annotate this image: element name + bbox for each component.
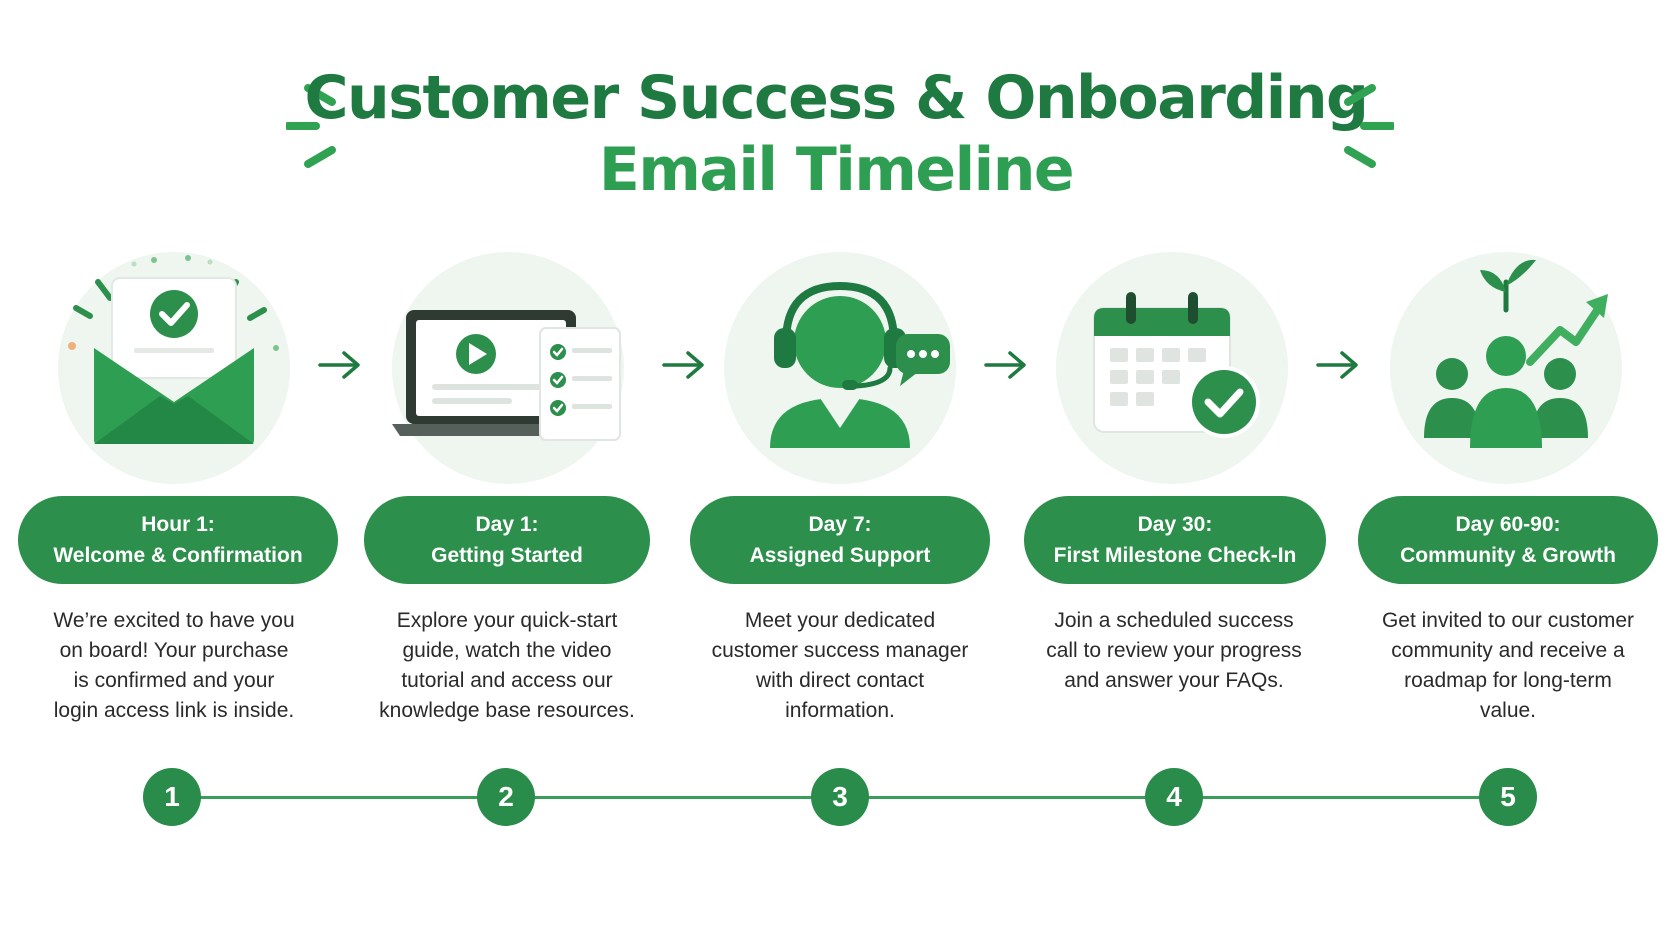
arrow-right-icon bbox=[318, 351, 360, 379]
step-1-label-pill: Hour 1: Welcome & Confirmation bbox=[18, 496, 338, 584]
arrow-right-icon bbox=[984, 351, 1026, 379]
calendar-check-icon bbox=[1093, 292, 1260, 438]
step-4-desc-line: Join a scheduled success bbox=[1054, 609, 1294, 632]
step-2-desc-line: guide, watch the video bbox=[402, 639, 612, 662]
arrow-right-icon bbox=[662, 351, 704, 379]
step-1-label-time: Hour 1: bbox=[141, 513, 215, 536]
step-1-description: We’re excited to have you on board! Your… bbox=[24, 606, 324, 726]
step-5-description: Get invited to our customer community an… bbox=[1358, 606, 1658, 726]
step-5-label-pill: Day 60-90: Community & Growth bbox=[1358, 496, 1658, 584]
title-line-2: Email Timeline bbox=[598, 135, 1075, 205]
step-2-icon-circle bbox=[392, 252, 624, 484]
step-3-label-title: Assigned Support bbox=[749, 544, 931, 567]
step-2-description: Explore your quick-start guide, watch th… bbox=[357, 606, 657, 726]
step-2-label-pill: Day 1: Getting Started bbox=[364, 496, 650, 584]
step-5-label-title: Community & Growth bbox=[1400, 544, 1616, 567]
step-3-icon-circle bbox=[724, 252, 956, 484]
community-growth-icon bbox=[1424, 259, 1608, 448]
step-5-desc-line: value. bbox=[1479, 699, 1537, 722]
step-4-desc-line: call to review your progress bbox=[1046, 639, 1302, 662]
step-5-desc-line: Get invited to our customer bbox=[1381, 609, 1635, 632]
step-5-label-time: Day 60-90: bbox=[1455, 513, 1561, 536]
arrow-right-icon bbox=[1316, 351, 1358, 379]
page-title: Customer Success & Onboarding Email Time… bbox=[0, 62, 1672, 206]
step-1-label-title: Welcome & Confirmation bbox=[53, 544, 303, 567]
step-5-desc-line: roadmap for long-term bbox=[1404, 669, 1612, 692]
laptop-video-checklist-icon bbox=[392, 310, 621, 441]
step-1-icon-circle bbox=[58, 252, 290, 484]
title-burst-right-icon bbox=[1344, 84, 1394, 168]
step-4-icon-circle bbox=[1056, 252, 1288, 484]
title-burst-left-icon bbox=[286, 84, 336, 168]
envelope-check-icon bbox=[68, 255, 279, 444]
step-2-desc-line: Explore your quick-start bbox=[396, 609, 618, 632]
step-3-label-pill: Day 7: Assigned Support bbox=[690, 496, 990, 584]
step-1-desc-line: is confirmed and your bbox=[73, 669, 275, 692]
timeline-node-3: 3 bbox=[811, 768, 869, 826]
step-1-desc-line: We’re excited to have you bbox=[53, 609, 295, 632]
title-line-1: Customer Success & Onboarding bbox=[304, 63, 1369, 133]
step-4-label-time: Day 30: bbox=[1137, 513, 1213, 536]
step-2-desc-line: tutorial and access our bbox=[401, 669, 613, 692]
step-3-desc-line: with direct contact bbox=[755, 669, 925, 692]
step-1-desc-line: on board! Your purchase bbox=[59, 639, 289, 662]
step-4-desc-line: and answer your FAQs. bbox=[1064, 669, 1284, 692]
timeline-node-2: 2 bbox=[477, 768, 535, 826]
timeline-node-5: 5 bbox=[1479, 768, 1537, 826]
timeline-node-1: 1 bbox=[143, 768, 201, 826]
step-2-label-time: Day 1: bbox=[475, 513, 539, 536]
step-4-description: Join a scheduled success call to review … bbox=[1024, 606, 1324, 696]
step-2-desc-line: knowledge base resources. bbox=[379, 699, 635, 722]
step-5-desc-line: community and receive a bbox=[1391, 639, 1625, 662]
step-3-description: Meet your dedicated customer success man… bbox=[690, 606, 990, 726]
step-4-label-pill: Day 30: First Milestone Check-In bbox=[1024, 496, 1326, 584]
step-3-desc-line: customer success manager bbox=[711, 639, 969, 662]
step-1-desc-line: login access link is inside. bbox=[53, 699, 295, 722]
timeline-node-4: 4 bbox=[1145, 768, 1203, 826]
step-5-icon-circle bbox=[1390, 252, 1622, 484]
headset-support-icon bbox=[770, 281, 950, 448]
step-3-desc-line: Meet your dedicated bbox=[744, 609, 936, 632]
step-2-label-title: Getting Started bbox=[431, 544, 583, 567]
step-3-label-time: Day 7: bbox=[808, 513, 872, 536]
step-3-desc-line: information. bbox=[785, 699, 895, 722]
step-4-label-title: First Milestone Check-In bbox=[1053, 544, 1297, 567]
